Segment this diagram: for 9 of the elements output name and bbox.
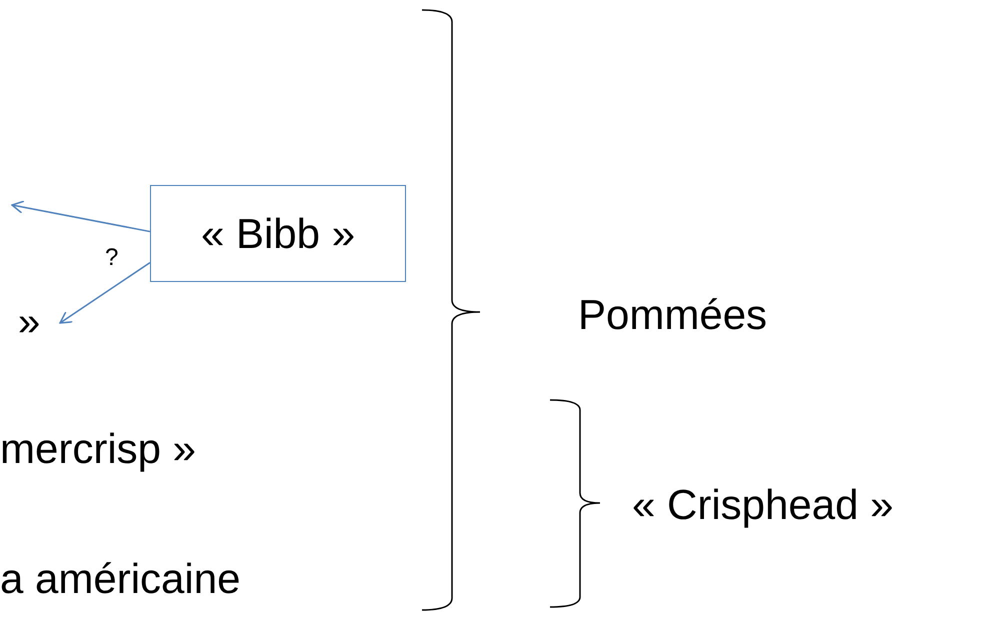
variety-name: a américaine [0,558,240,600]
node-text: » [18,302,48,344]
arrow [59,262,150,324]
group-label: « Crisphead » [632,484,894,526]
arrow [11,200,150,232]
variety-name: mercrisp » [0,428,196,470]
question-mark: ? [105,246,118,270]
group-label: Pommées [578,294,768,336]
text-box: « Bibb » [150,185,406,282]
